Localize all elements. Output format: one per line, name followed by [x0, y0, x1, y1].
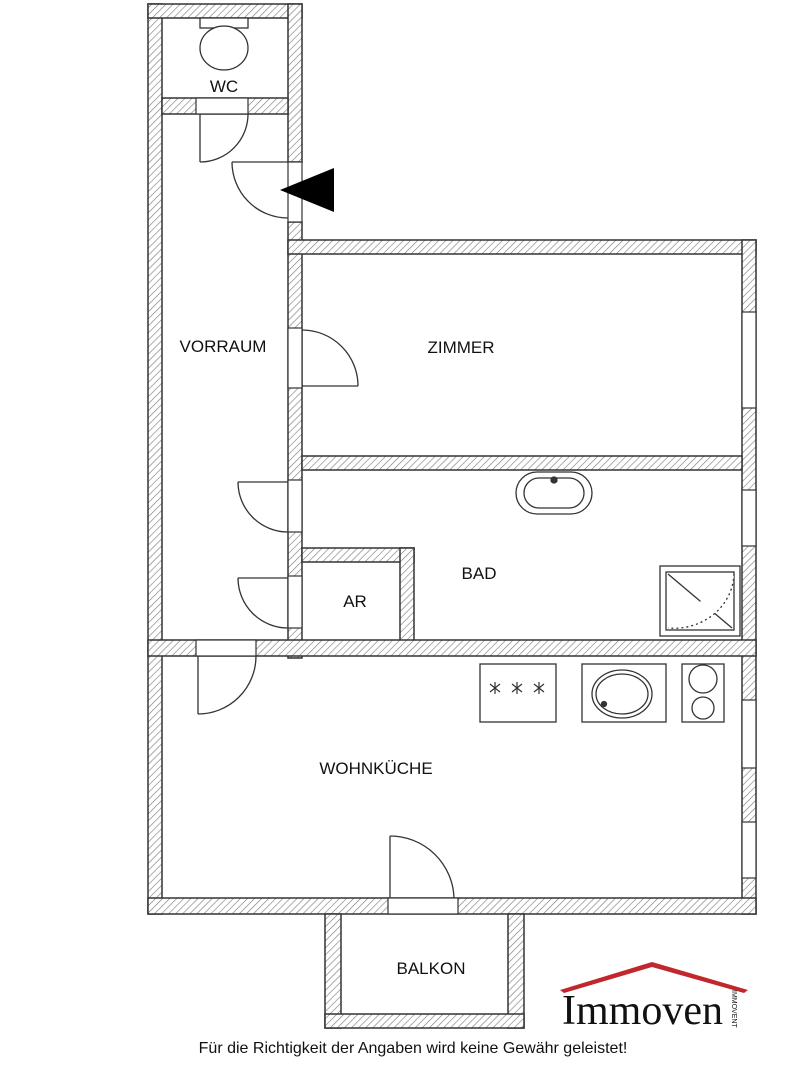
bathtub-icon [515, 471, 593, 515]
doors [197, 113, 455, 899]
window-kueche-1 [741, 699, 757, 769]
company-logo: Immoven IMMOVENT [560, 962, 748, 1034]
zimmer-door-opening [287, 327, 303, 389]
walls [147, 3, 757, 1029]
room-label-wc: WC [210, 77, 238, 96]
window-zimmer [741, 311, 757, 409]
wc-door-opening [195, 97, 249, 115]
logo-name: Immoven [562, 988, 723, 1034]
wall-zimmer-bad [301, 455, 743, 471]
wall-outer-left [147, 3, 163, 915]
logo-vertical-text: IMMOVENT [730, 990, 737, 1028]
zimmer-door [301, 329, 359, 387]
wall-wohnkueche-top [147, 639, 757, 657]
wc-door [199, 113, 249, 163]
bad-door-opening [287, 479, 303, 533]
wall-ar-right [399, 547, 415, 643]
bad-door [237, 481, 289, 533]
openings [195, 97, 757, 915]
balkon-door-opening [387, 897, 459, 915]
wall-balkon-bottom [324, 1013, 525, 1029]
stove-burners [489, 682, 545, 694]
room-label-ar: AR [343, 592, 367, 611]
ar-door [237, 577, 289, 629]
balkon-door [389, 835, 455, 899]
room-label-wohnkueche: WOHNKÜCHE [319, 759, 432, 778]
entrance-door [231, 161, 289, 219]
wall-right-wc [287, 3, 303, 163]
wall-balkon-right [507, 913, 525, 1029]
toilet-icon [199, 17, 249, 71]
room-label-zimmer: ZIMMER [427, 338, 494, 357]
entrance-arrow-icon [280, 168, 334, 212]
room-label-vorraum: VORRAUM [180, 337, 267, 356]
window-kueche-2 [741, 821, 757, 879]
wohnkueche-door-opening [195, 639, 257, 657]
kitchen-counter [479, 663, 725, 723]
disclaimer-text: Für die Richtigkeit der Angaben wird kei… [198, 1040, 628, 1057]
window-bad [741, 489, 757, 547]
wall-balkon-left [324, 913, 342, 1029]
room-label-balkon: BALKON [397, 959, 466, 978]
wall-ar-top [301, 547, 415, 563]
wall-zimmer-top [287, 239, 757, 255]
ar-door-opening [287, 575, 303, 629]
stove-icon [479, 663, 557, 723]
wall-top-wc [147, 3, 303, 19]
wohnkueche-door [197, 655, 257, 715]
shower-icon [659, 565, 741, 637]
room-label-bad: BAD [462, 564, 497, 583]
